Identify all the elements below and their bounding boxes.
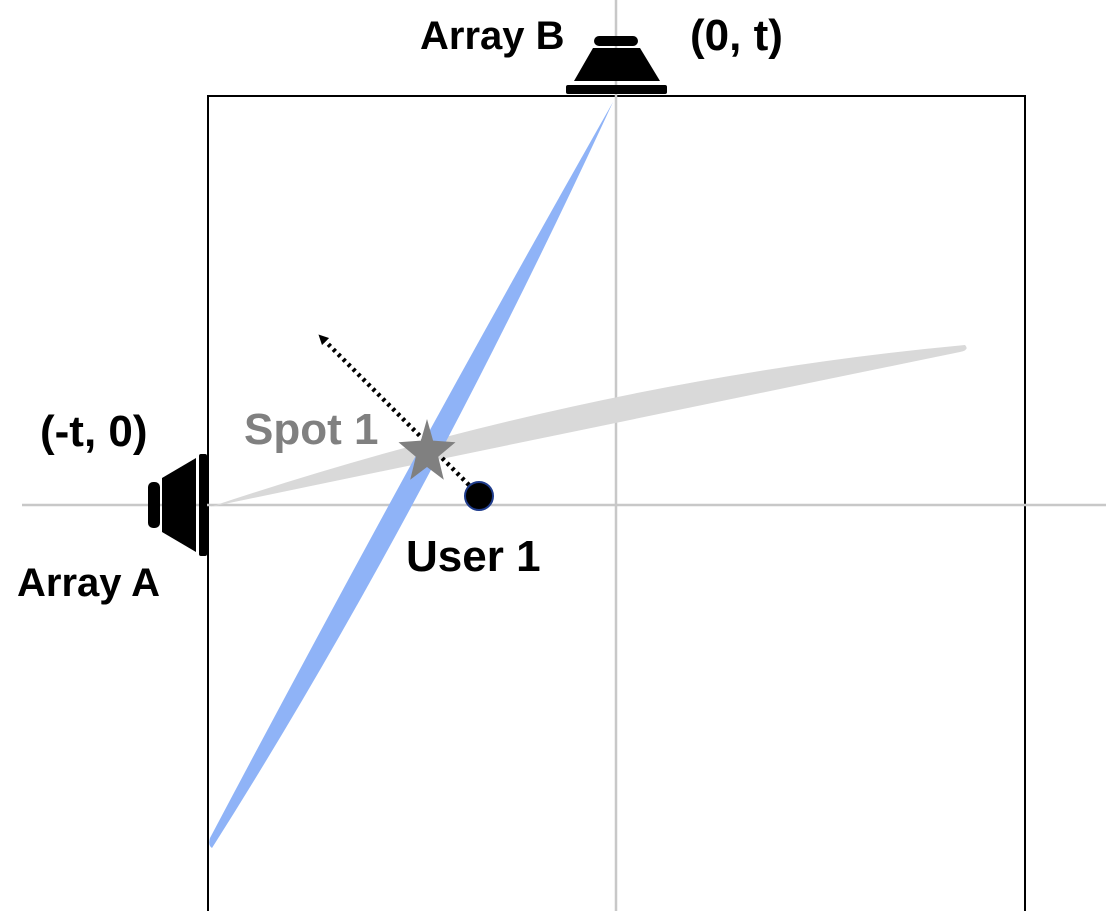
speaker-icon bbox=[566, 36, 667, 94]
beam-array-a bbox=[210, 345, 967, 507]
spot-label: Spot 1 bbox=[244, 405, 378, 454]
dot-icon bbox=[464, 481, 494, 511]
star-icon bbox=[398, 419, 456, 480]
user-label: User 1 bbox=[406, 532, 541, 581]
direction-arrow bbox=[318, 334, 476, 492]
speaker-icon bbox=[148, 454, 207, 556]
array-b-coordinate: (0, t) bbox=[690, 11, 783, 60]
beam-array-b bbox=[209, 102, 614, 848]
array-a-coordinate: (-t, 0) bbox=[40, 407, 148, 456]
array-b-label: Array B bbox=[420, 14, 565, 58]
array-a-label: Array A bbox=[17, 561, 160, 605]
